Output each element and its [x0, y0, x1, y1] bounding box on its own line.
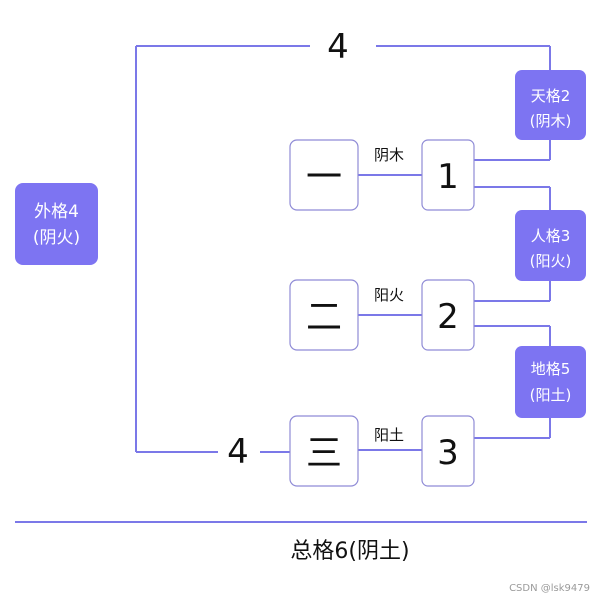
row-1: 一 阴木 1 [289, 139, 475, 211]
top-number: 4 [327, 27, 349, 67]
char-box-1 [289, 139, 359, 211]
person-badge-line2: (阳火) [530, 252, 572, 270]
outer-badge-line1: 外格4 [34, 202, 79, 222]
num-1: 1 [437, 157, 459, 197]
element-3: 阳土 [374, 426, 404, 444]
person-badge-line1: 人格3 [531, 227, 571, 245]
heaven-badge-line1: 天格2 [531, 87, 571, 105]
heaven-badge-line2: (阴木) [530, 112, 572, 130]
char-3: 三 [306, 433, 342, 474]
bottom-number: 4 [227, 432, 249, 472]
char-2: 二 [306, 297, 342, 338]
num-3: 3 [437, 433, 459, 473]
num-2: 2 [437, 297, 459, 337]
row-3: 三 阳土 3 [289, 415, 475, 487]
earth-badge: 地格5 (阳土) [515, 346, 586, 418]
num-box-3 [421, 415, 475, 487]
heaven-badge: 天格2 (阴木) [515, 70, 586, 140]
earth-badge-line2: (阳土) [530, 386, 572, 404]
total-label: 总格6(阴土) [290, 539, 409, 564]
watermark: CSDN @lsk9479 [509, 583, 590, 594]
earth-badge-line1: 地格5 [531, 360, 571, 378]
num-box-2 [421, 279, 475, 351]
char-box-3 [289, 415, 359, 487]
element-1: 阴木 [374, 146, 404, 164]
outer-badge-line2: (阴火) [33, 228, 80, 248]
row-2: 二 阳火 2 [289, 279, 475, 351]
char-1: 一 [306, 157, 342, 198]
char-box-2 [289, 279, 359, 351]
element-2: 阳火 [374, 286, 404, 304]
outer-badge: 外格4 (阴火) [15, 183, 98, 265]
person-badge: 人格3 (阳火) [515, 210, 586, 281]
num-box-1 [421, 139, 475, 211]
